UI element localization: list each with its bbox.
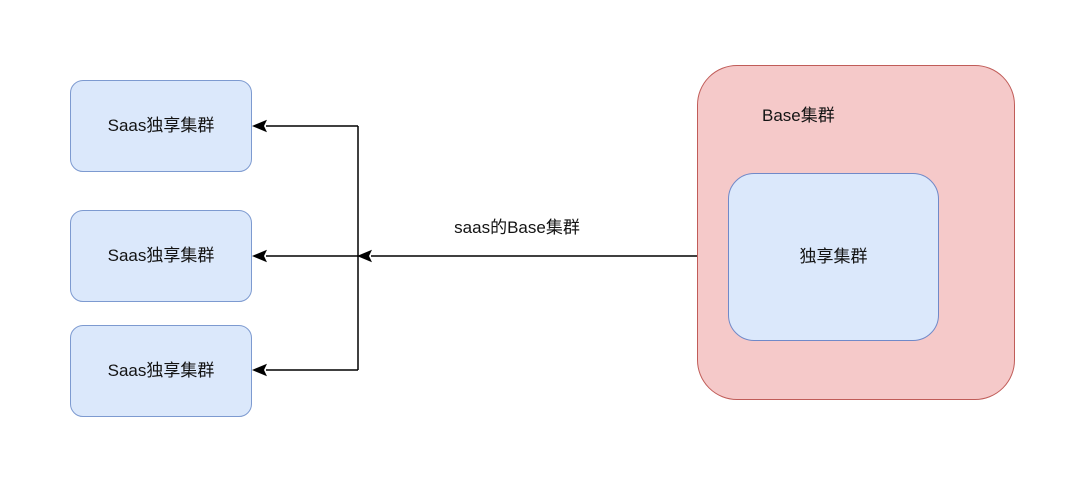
node-saas-cluster-2-label: Saas独享集群 <box>107 245 215 265</box>
node-saas-cluster-1-label: Saas独享集群 <box>107 115 215 135</box>
arrow-junction-to-saas-1 <box>252 119 358 133</box>
node-saas-cluster-3-label: Saas独享集群 <box>107 360 215 380</box>
node-saas-cluster-1: Saas独享集群 <box>70 80 252 172</box>
node-saas-cluster-2: Saas独享集群 <box>70 210 252 302</box>
node-base-cluster: Base集群 独享集群 <box>697 65 1015 400</box>
node-saas-cluster-3: Saas独享集群 <box>70 325 252 417</box>
edge-label: saas的Base集群 <box>454 218 580 237</box>
arrow-junction-to-saas-2 <box>252 249 358 263</box>
arrow-base-to-junction <box>357 249 727 263</box>
node-base-cluster-label: Base集群 <box>762 106 835 125</box>
node-exclusive-cluster-label: 独享集群 <box>799 246 868 266</box>
arrow-junction-to-saas-3 <box>252 363 358 377</box>
node-exclusive-cluster: 独享集群 <box>728 173 939 341</box>
